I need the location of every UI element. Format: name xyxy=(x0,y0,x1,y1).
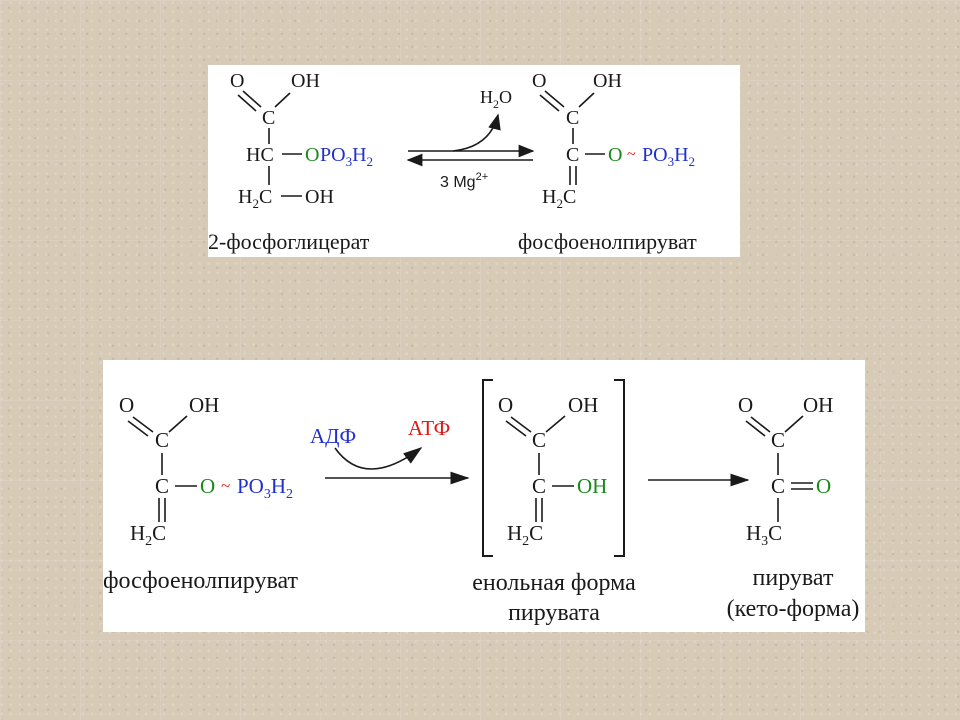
phosphoenolpyruvate-structure: O OH C C O ~ PO3H2 H2C xyxy=(119,393,293,549)
bottom-reaction-panel: O OH C C O ~ PO3H2 H2C АДФ АТФ O OH C C … xyxy=(103,360,865,632)
label-phosphoenolpyruvate: фосфоенолпируват xyxy=(103,568,299,594)
carbonyl-oxygen: O xyxy=(738,393,753,417)
adp-label: АДФ xyxy=(310,424,356,448)
pep-bonds xyxy=(127,415,197,522)
hydroxyl-group: OH xyxy=(189,393,219,417)
label-2-phosphoglycerate: 2-фосфоглицерат xyxy=(208,229,370,254)
phosphoenolpyruvate-bonds xyxy=(539,90,605,185)
atp-label: АТФ xyxy=(408,416,450,440)
ch2-group: H2C xyxy=(130,521,166,549)
ch-group: HC xyxy=(246,144,274,166)
ch2-group: H2C xyxy=(507,521,543,549)
phosphate-group: PO3H2 xyxy=(642,144,695,169)
water-product: H2O xyxy=(480,87,512,111)
carbonyl-oxygen: O xyxy=(498,393,513,417)
carboxyl-carbon: C xyxy=(262,107,275,129)
enol-carbon: C xyxy=(155,474,169,498)
phosphate-group: PO3H2 xyxy=(320,144,373,169)
ch2-group: H2C xyxy=(238,186,272,211)
label-pyruvate-line2: (кето-форма) xyxy=(727,596,860,622)
high-energy-bond: ~ xyxy=(627,146,636,163)
ch2-group: H2C xyxy=(542,186,576,211)
enol-carbon: C xyxy=(566,144,579,166)
label-enol-form-line1: енольная форма xyxy=(472,570,636,596)
keto-oxygen: O xyxy=(816,474,831,498)
carboxyl-carbon: C xyxy=(532,428,546,452)
enol-brackets xyxy=(482,379,625,557)
ch3-group: H3C xyxy=(746,521,782,549)
enol-bonds xyxy=(505,415,574,522)
hydroxyl-group: OH xyxy=(568,393,598,417)
label-pyruvate-line1: пируват xyxy=(753,565,834,591)
label-phosphoenolpyruvate: фосфоенолпируват xyxy=(518,229,697,254)
bottom-reaction-diagram: O OH C C O ~ PO3H2 H2C АДФ АТФ O OH C C … xyxy=(103,379,860,626)
ester-oxygen: O xyxy=(608,144,622,166)
carbonyl-oxygen: O xyxy=(532,70,546,92)
phosphate-group: PO3H2 xyxy=(237,474,293,502)
2-phosphoglycerate-structure: O OH C HC O PO3H2 H2C OH xyxy=(230,70,373,211)
ester-oxygen: O xyxy=(305,144,319,166)
2-phosphoglycerate-bonds xyxy=(237,90,302,197)
hydroxyl-group: OH xyxy=(291,70,320,92)
high-energy-bond: ~ xyxy=(221,476,230,495)
keto-carbon: C xyxy=(771,474,785,498)
carboxyl-carbon: C xyxy=(566,107,579,129)
top-reaction-panel: O OH C HC O PO3H2 H2C OH H2O 3 Mg2+ O OH… xyxy=(208,65,740,257)
enol-hydroxyl: OH xyxy=(577,474,607,498)
carbonyl-oxygen: O xyxy=(230,70,244,92)
enol-pyruvate-structure: O OH C C OH H2C xyxy=(498,393,607,549)
top-reaction-diagram: O OH C HC O PO3H2 H2C OH H2O 3 Mg2+ O OH… xyxy=(208,70,697,254)
keto-bonds xyxy=(745,415,813,522)
carboxyl-carbon: C xyxy=(771,428,785,452)
ester-oxygen: O xyxy=(200,474,215,498)
pyruvate-keto-structure: O OH C C O H3C xyxy=(738,393,833,549)
enol-carbon: C xyxy=(532,474,546,498)
label-enol-form-line2: пирувата xyxy=(508,600,600,626)
hydroxyl-group: OH xyxy=(593,70,622,92)
phosphoenolpyruvate-structure: O OH C C O ~ PO3H2 H2C xyxy=(532,70,695,211)
carboxyl-carbon: C xyxy=(155,428,169,452)
kinase-reaction-arrow xyxy=(325,447,470,485)
hydroxyl-group: OH xyxy=(803,393,833,417)
carbonyl-oxygen: O xyxy=(119,393,134,417)
magnesium-cofactor: 3 Mg2+ xyxy=(440,171,488,191)
equilibrium-arrows xyxy=(406,113,535,167)
hydroxyl-group-2: OH xyxy=(305,186,334,208)
